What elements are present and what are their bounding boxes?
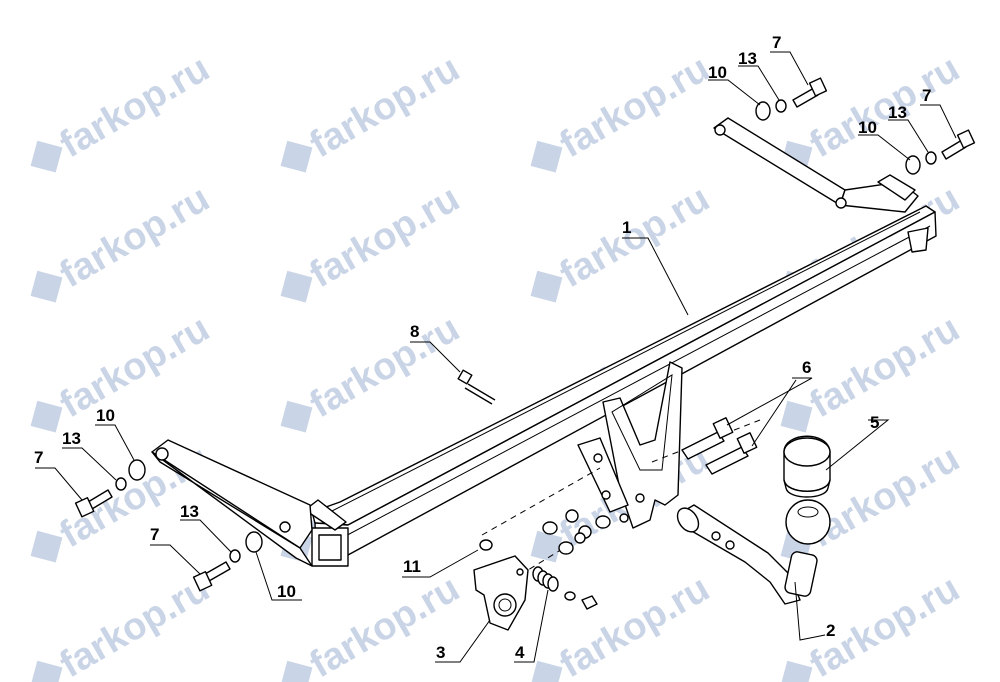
hardware-top-set-b	[905, 129, 976, 175]
watermark-tile: farkop.ru	[280, 177, 467, 303]
watermark-logo-icon	[30, 530, 63, 563]
watermark-logo-icon	[280, 660, 313, 682]
hardware-left-set-a	[74, 459, 146, 518]
watermark-text: farkop.ru	[303, 47, 467, 166]
bolt-part-8	[457, 369, 496, 405]
watermark-logo-icon	[780, 660, 813, 682]
watermark-logo-icon	[530, 660, 563, 682]
watermark-logo-icon	[280, 270, 313, 303]
callout-6: 6	[802, 358, 811, 377]
watermark-tile: farkop.ru	[30, 177, 217, 303]
watermark-logo-icon	[30, 270, 63, 303]
central-tongue-plate	[577, 361, 683, 529]
hardware-top-set-a	[755, 77, 828, 121]
callout-7-left-a: 7	[34, 448, 43, 467]
watermark-text: farkop.ru	[303, 177, 467, 296]
callout-8: 8	[410, 322, 419, 341]
watermark-text: farkop.ru	[803, 47, 967, 166]
main-cross-beam	[304, 205, 937, 567]
watermark-logo-icon	[280, 400, 313, 433]
nuts-and-washers	[479, 509, 611, 610]
callout-13-left-a: 13	[62, 429, 81, 448]
watermark-text: farkop.ru	[803, 307, 967, 426]
callout-10-left-a: 10	[96, 406, 115, 425]
callout-10-top-a: 10	[708, 63, 727, 82]
watermark-logo-icon	[30, 140, 63, 173]
watermark-text: farkop.ru	[53, 47, 217, 166]
watermark-tile: farkop.ru	[280, 567, 467, 682]
tow-ball-neck-part-2	[676, 499, 831, 605]
watermark-logo-icon	[530, 530, 563, 563]
callout-leaders	[35, 51, 957, 663]
callout-labels: 1 2 3 4 5 6 7 7 7 7 8 10 10 10 10 11 13 …	[34, 33, 931, 662]
watermark-text: farkop.ru	[53, 567, 217, 682]
callout-4: 4	[515, 643, 525, 662]
watermark-tile: farkop.ru	[30, 567, 217, 682]
left-mounting-bracket	[151, 439, 313, 567]
watermark-text: farkop.ru	[553, 177, 717, 296]
watermark-logo-icon	[30, 660, 63, 682]
callout-13-top-b: 13	[888, 103, 907, 122]
callout-3: 3	[436, 643, 445, 662]
callout-7-top-a: 7	[772, 33, 781, 52]
watermark-tile: farkop.ru	[280, 307, 467, 433]
callout-13-left-b: 13	[180, 502, 199, 521]
hardware-left-set-b	[192, 531, 263, 592]
spring-part-4	[532, 566, 559, 592]
callout-5: 5	[870, 413, 879, 432]
socket-holder-part-3	[473, 555, 529, 631]
watermark-text: farkop.ru	[303, 567, 467, 682]
watermark-logo-icon	[530, 140, 563, 173]
watermark-text: farkop.ru	[553, 47, 717, 166]
callout-13-top-a: 13	[738, 49, 757, 68]
watermark-text: farkop.ru	[53, 177, 217, 296]
callout-2: 2	[826, 621, 835, 640]
watermark-logo-icon	[280, 140, 313, 173]
callout-1: 1	[622, 218, 631, 237]
callout-7-left-b: 7	[150, 525, 159, 544]
watermark-tile: farkop.ru	[780, 307, 967, 433]
watermark-tile: farkop.ru	[530, 177, 717, 303]
watermark-tile: farkop.ru	[530, 47, 717, 173]
watermark-logo-icon	[530, 270, 563, 303]
watermark-text: farkop.ru	[553, 567, 717, 682]
watermark-tile: farkop.ru	[280, 47, 467, 173]
bolts-part-6	[681, 417, 758, 475]
callout-10-top-b: 10	[858, 118, 877, 137]
right-mounting-bracket	[713, 117, 919, 213]
callout-11: 11	[403, 557, 421, 576]
watermark-tile: farkop.ru	[30, 47, 217, 173]
ball-cover-part-5	[783, 435, 831, 498]
watermark-logo-icon	[30, 400, 63, 433]
watermark-logo-icon	[780, 400, 813, 433]
callout-10-left-b: 10	[277, 582, 296, 601]
watermark-text: farkop.ru	[303, 307, 467, 426]
callout-7-top-b: 7	[922, 86, 931, 105]
watermark-text: farkop.ru	[53, 307, 217, 426]
watermark-tile: farkop.ru	[30, 307, 217, 433]
